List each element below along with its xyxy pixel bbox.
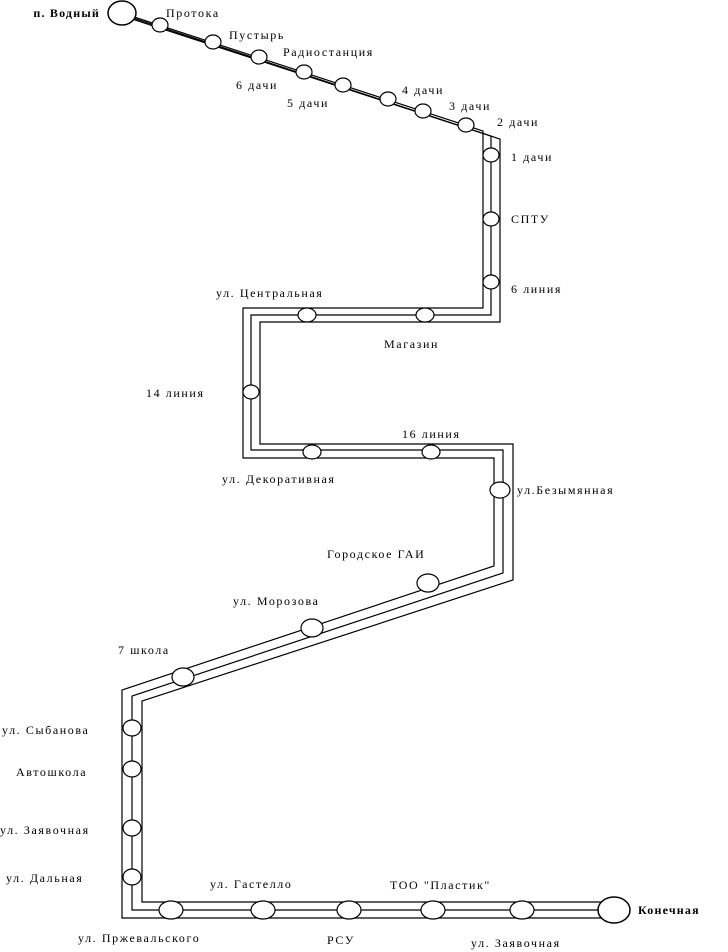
stop-sptu[interactable]	[482, 211, 500, 227]
label-6-dachi: 6 дачи	[236, 78, 278, 92]
stop-6-liniya[interactable]	[482, 274, 500, 290]
stop-sybanova[interactable]	[122, 719, 142, 737]
label-morozova: ул. Морозова	[233, 594, 320, 608]
stop-morozova[interactable]	[300, 618, 324, 638]
stop-gastello[interactable]	[250, 900, 276, 920]
label-14-liniya: 14 линия	[146, 386, 205, 400]
label-dalnaya: ул. Дальная	[6, 871, 83, 885]
label-avtoshkola: Автошкола	[16, 765, 87, 779]
label-plastik: ТОО "Пластик"	[390, 878, 491, 892]
label-2-dachi: 2 дачи	[497, 115, 539, 129]
stop-rsu[interactable]	[336, 900, 362, 920]
terminal-start[interactable]	[107, 0, 137, 26]
stop-4-dachi[interactable]	[379, 91, 397, 107]
label-rsu: РСУ	[327, 933, 355, 947]
label-tsentralnaya: ул. Центральная	[216, 286, 323, 300]
label-zayavochnaya-left: ул. Заявочная	[0, 823, 90, 837]
label-pustyr: Пустырь	[229, 28, 285, 42]
stop-przhevalskogo[interactable]	[158, 900, 184, 920]
stop-magazin[interactable]	[415, 307, 435, 323]
label-magazin: Магазин	[384, 337, 439, 351]
stop-14-liniya[interactable]	[242, 384, 260, 400]
stop-radiostantsiya[interactable]	[295, 64, 313, 80]
label-7-shkola: 7 школа	[118, 643, 170, 657]
stop-avtoshkola[interactable]	[122, 760, 142, 778]
label-3-dachi: 3 дачи	[449, 99, 491, 113]
stop-dekorativnaya[interactable]	[302, 444, 322, 460]
stop-gai[interactable]	[416, 573, 440, 593]
stop-zayavochnaya-bottom[interactable]	[509, 900, 535, 920]
label-zayavochnaya-bottom: ул. Заявочная	[471, 936, 561, 950]
label-4-dachi: 4 дачи	[402, 83, 444, 97]
label-gastello: ул. Гастелло	[210, 877, 293, 891]
terminals	[107, 0, 631, 924]
stop-7-shkola[interactable]	[171, 667, 195, 687]
stop-5-dachi[interactable]	[334, 77, 352, 93]
label-sybanova: ул. Сыбанова	[2, 723, 89, 737]
stop-1-dachi[interactable]	[482, 147, 500, 163]
route-line-inner	[125, 16, 612, 903]
label-start: п. Водный	[33, 6, 100, 20]
label-16-liniya: 16 линия	[402, 427, 461, 441]
label-5-dachi: 5 дачи	[287, 96, 329, 110]
stop-pustyr[interactable]	[204, 34, 222, 50]
label-protoka: Протока	[166, 6, 220, 20]
label-radiostantsiya: Радиостанция	[283, 45, 374, 59]
label-end: Конечная	[638, 903, 700, 917]
labels: п. Водный Конечная Протока Пустырь Радио…	[0, 6, 700, 950]
label-bezymyannaya: ул.Безымянная	[517, 483, 614, 497]
route-line-outer	[121, 12, 612, 919]
label-sptu: СПТУ	[511, 212, 550, 226]
stop-16-liniya[interactable]	[421, 444, 441, 460]
stop-2-dachi[interactable]	[457, 117, 475, 133]
stop-plastik[interactable]	[420, 900, 446, 920]
stop-zayavochnaya-left[interactable]	[122, 819, 142, 837]
label-gai: Городское ГАИ	[327, 547, 425, 561]
stop-3-dachi[interactable]	[414, 103, 432, 119]
terminal-end[interactable]	[597, 896, 631, 924]
route-lines	[121, 12, 612, 919]
stop-tsentralnaya[interactable]	[297, 307, 317, 323]
stop-6-dachi[interactable]	[250, 49, 268, 65]
stop-dalnaya[interactable]	[122, 868, 142, 886]
stop-bezymyannaya[interactable]	[489, 481, 511, 499]
stops	[122, 17, 535, 920]
label-dekorativnaya: ул. Декоративная	[222, 472, 336, 486]
stop-protoka[interactable]	[151, 17, 169, 33]
label-1-dachi: 1 дачи	[511, 150, 553, 164]
label-6-liniya: 6 линия	[511, 282, 562, 296]
label-przhevalskogo: ул. Пржевальского	[78, 931, 200, 945]
